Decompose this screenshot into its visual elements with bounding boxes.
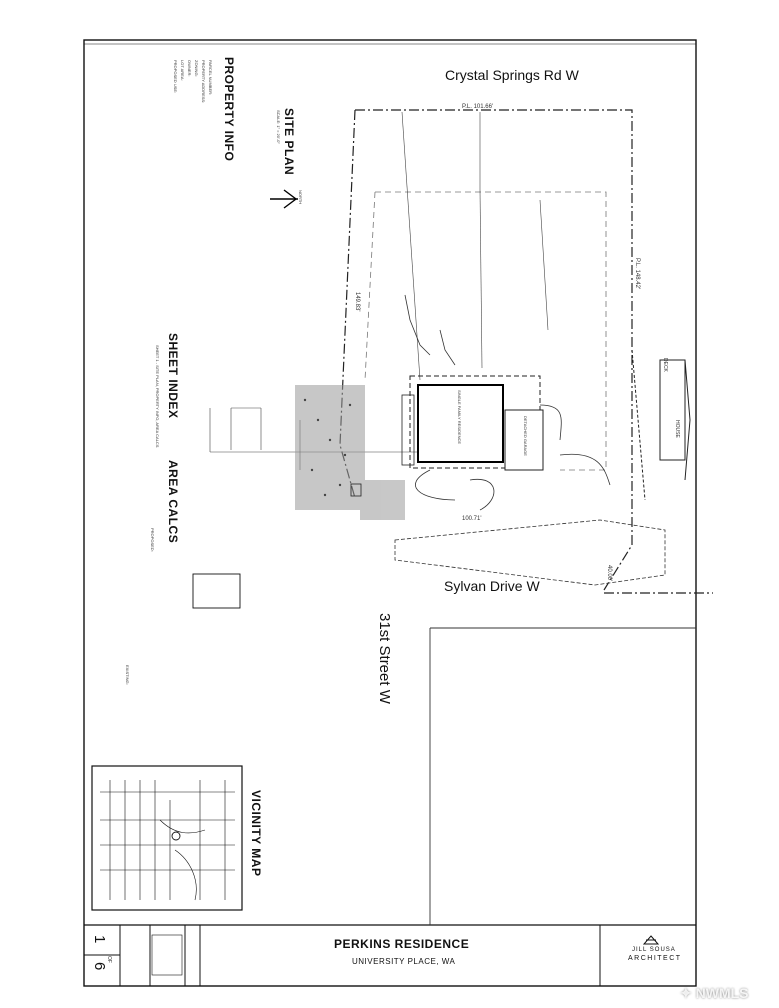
site-plan-title: SITE PLAN <box>282 108 296 176</box>
property-info-row: PROPERTY ADDRESS: <box>201 60 206 104</box>
architect-title: ARCHITECT <box>628 955 682 962</box>
sheet-total: 6 <box>91 962 108 971</box>
property-info-rows: PARCEL NUMBER: PROPERTY ADDRESS: ZONING:… <box>172 60 214 103</box>
watermark-icon: ✦ <box>680 985 692 1001</box>
area-calcs-existing: EXISTING: <box>125 665 130 685</box>
project-title: PERKINS RESIDENCE <box>334 937 470 951</box>
garage-footprint <box>504 409 544 471</box>
street-label-west: 31st Street W <box>376 613 393 704</box>
area-calcs-title: AREA CALCS <box>166 460 180 544</box>
setback-line <box>364 191 607 471</box>
house-label: SINGLE FAMILY RESIDENCE <box>457 390 462 445</box>
north-arrow-icon <box>270 189 298 209</box>
street-label-north: Crystal Springs Rd W <box>445 67 579 83</box>
architect-logo-icon <box>642 935 660 945</box>
site-plan-scale: SCALE: 1" = 20'-0" <box>276 110 281 144</box>
sheet-index-row: SHEET 1 - SITE PLAN, PROPERTY INFO, AREA… <box>155 345 160 448</box>
nwmls-watermark: ✦ NWMLS <box>680 985 749 1002</box>
deck-label: DECK <box>662 358 668 372</box>
vicinity-map-title: VICINITY MAP <box>249 790 263 877</box>
neighbor-house-label: HOUSE <box>674 420 680 438</box>
dimension-south: 100.71' <box>462 516 482 522</box>
property-line <box>339 109 713 594</box>
property-info-row: PROPOSED USE: <box>173 60 178 94</box>
property-info-row: OWNER: <box>187 60 192 77</box>
notes-box <box>192 573 241 609</box>
driveway <box>394 519 666 586</box>
area-calcs-proposed: PROPOSED: <box>150 528 155 552</box>
watermark-text: NWMLS <box>695 985 749 1001</box>
sheet-index-title: SHEET INDEX <box>166 333 180 419</box>
landscape-area <box>295 385 405 520</box>
house-footprint <box>417 384 504 463</box>
dimension-north: P.L. 101.66' <box>462 104 494 110</box>
dimension-west: 149.83' <box>354 292 360 312</box>
vicinity-map <box>91 765 243 911</box>
property-info-title: PROPERTY INFO <box>222 57 236 162</box>
architect-name: JILL SOUSA <box>632 947 676 953</box>
neighbor-house <box>631 349 691 501</box>
property-info-row: PARCEL NUMBER: <box>208 60 213 96</box>
project-location: UNIVERSITY PLACE, WA <box>352 957 456 966</box>
sheet-number: 1 <box>91 935 108 944</box>
property-info-row: ZONING: <box>194 60 199 77</box>
north-label: NORTH <box>298 190 303 205</box>
property-info-row: LOT AREA: <box>180 60 185 81</box>
street-label-south: Sylvan Drive W <box>444 578 540 594</box>
garage-label: DETACHED GARAGE <box>523 416 528 456</box>
dimension-driveway: 40.00' <box>606 565 612 582</box>
dimension-east: P.L. 148.42' <box>634 258 640 290</box>
